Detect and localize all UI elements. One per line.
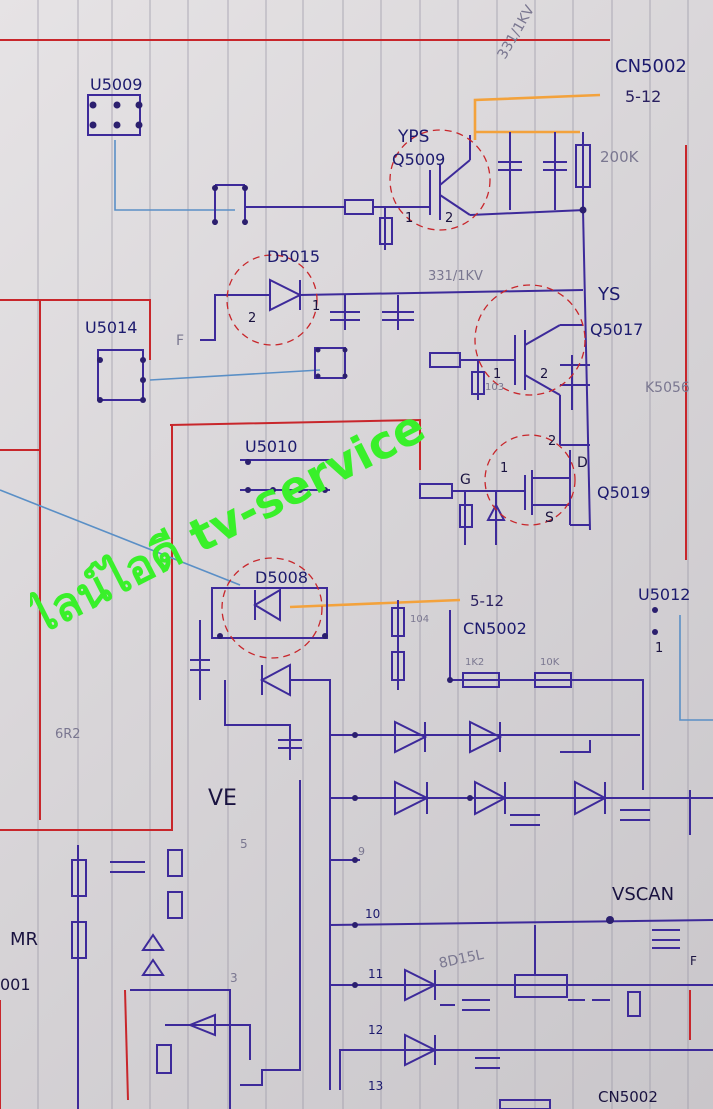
pin-label: 2 [445,211,453,226]
label-cn5002-mid: CN5002 [463,619,527,638]
label-d: D [577,455,588,471]
orange-traces [289,93,601,609]
label-cn5002-top-pins: 5-12 [625,87,661,106]
pin-label: 1 [655,641,663,656]
pin-label: 1 [312,299,320,314]
pin-label: 1 [405,211,413,226]
label-331-top: 331/1KV [495,2,539,62]
label-k5056: K5056 [645,380,690,396]
label-f-vscan: F [690,954,697,968]
label-cn5002-bottom: CN5002 [598,1088,658,1106]
blue-traces [0,140,713,721]
pin-label: 9 [358,845,365,858]
label-d5008: D5008 [255,568,308,587]
label-mr: MR [10,929,38,950]
pin-label: 12 [368,1023,383,1037]
pin-label: 2 [540,367,548,382]
value-label: 104 [410,614,429,625]
purple-traces [71,94,713,1109]
label-331-mid: 331/1KV [428,269,483,284]
pin-label: 2 [248,311,256,326]
label-q5017: Q5017 [590,320,643,339]
label-u5014: U5014 [85,318,137,337]
label-d5015: D5015 [267,247,320,266]
label-yps: YPS [397,127,429,147]
label-f-u5014: F [176,333,184,349]
label-ys: YS [597,284,620,305]
label-u5012: U5012 [638,585,690,604]
label-q5019: Q5019 [597,483,650,502]
label-vscan: VSCAN [612,884,674,905]
value-label: 103 [485,382,504,393]
label-200k: 200K [600,148,640,166]
pin-label: 5 [240,837,248,851]
pin-label: 1 [493,367,501,382]
junction-dots [89,101,658,988]
label-u5010: U5010 [245,437,297,456]
paper-grid [37,0,689,1109]
red-traces [0,39,691,1109]
highlight-circles [221,129,586,659]
pin-label: 13 [368,1079,383,1093]
pin-label: 1 [500,461,508,476]
label-g: G [460,472,471,488]
value-label: 1K2 [465,657,484,668]
pin-label: 10 [365,907,380,921]
pin-label: 2 [548,434,556,449]
label-cn5002-mid-pins: 5-12 [470,592,504,610]
label-q5009: Q5009 [392,150,445,169]
pin-label: 3 [230,971,238,985]
pin-label: 11 [368,967,383,981]
value-label: 10K [540,657,560,668]
label-s: S [545,510,554,526]
label-ve: VE [208,786,237,811]
component-labels: U5009 CN5002 5-12 YPS Q5009 200K 331/1KV… [0,2,697,1106]
label-6r2: 6R2 [55,727,81,742]
label-001: 001 [0,975,31,994]
label-8d15l: 8D15L [438,947,486,972]
pin-numbers: 1 2 1 2 1 2 1 2 1 3 5 9 10 11 12 13 104 … [230,211,663,1093]
label-u5009: U5009 [90,75,142,94]
label-cn5002-top: CN5002 [615,56,687,77]
